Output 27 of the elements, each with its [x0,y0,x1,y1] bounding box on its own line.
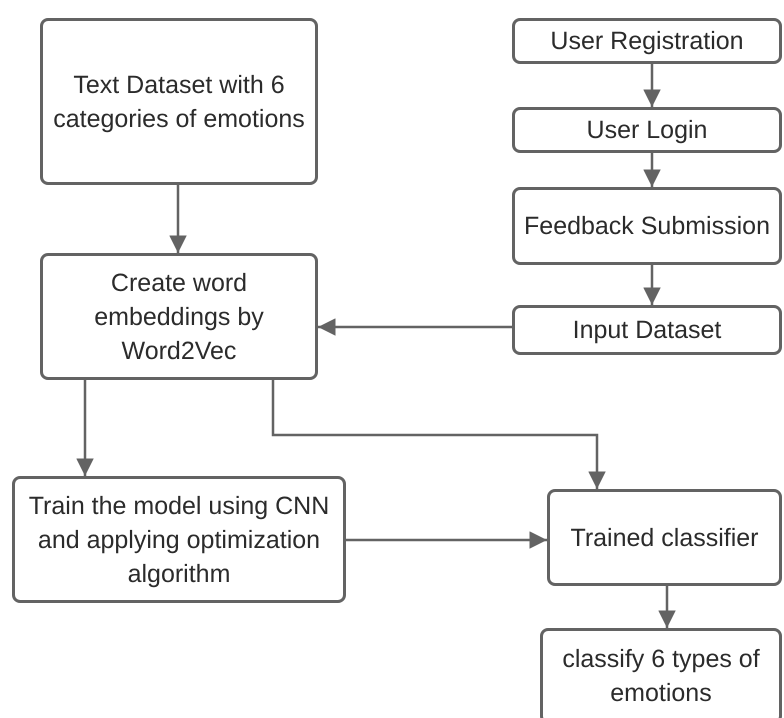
arrow [643,153,661,187]
box-label: User Registration [550,26,744,57]
arrow [643,265,661,305]
process-box [512,18,782,64]
arrow [346,531,547,549]
arrow [318,318,512,336]
arrow [76,380,94,476]
process-box [12,476,346,603]
arrow [658,586,676,628]
arrow [643,64,661,107]
box-label: Input Dataset [572,315,722,346]
process-box [540,628,782,718]
process-box [512,305,782,355]
arrow [272,380,606,489]
box-label: classify 6 types of emotions [561,644,761,709]
process-box [512,187,782,265]
box-label: User Login [586,115,708,146]
box-label: Text Dataset with 6 categories of emotions [52,70,306,134]
box-label: Trained classifier [570,522,759,554]
process-box [512,107,782,153]
box-label: Create word embeddings by Word2Vec [93,268,265,366]
arrow [169,185,187,253]
process-box [547,489,782,586]
box-label: Feedback Submission [524,211,770,242]
process-box [40,18,318,185]
process-box [40,253,318,380]
box-label: Train the model using CNN and applying optimization algorithm [28,490,330,590]
